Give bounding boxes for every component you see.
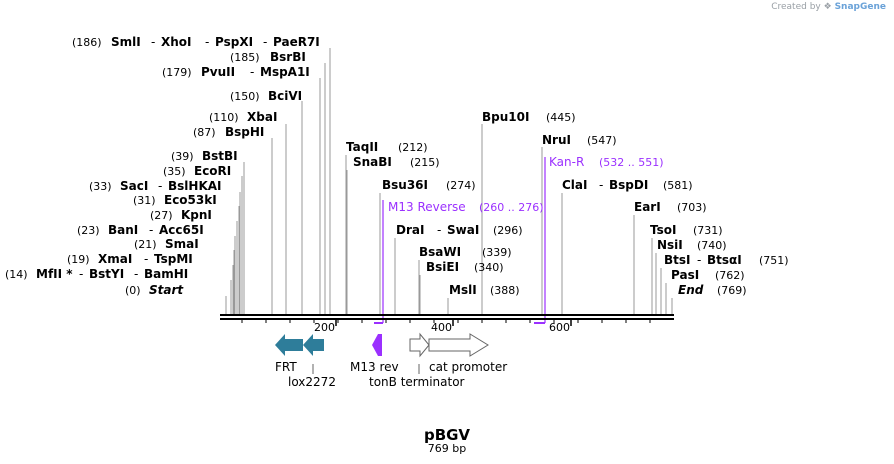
feature-cat-promoter-label: cat promoter bbox=[429, 360, 507, 374]
site-label-pasi[interactable]: PasI (762) bbox=[671, 268, 745, 282]
primer-bars bbox=[374, 322, 545, 324]
site-label-saci[interactable]: (33) SacI -BslHKAI bbox=[89, 179, 222, 193]
site-label-bstbi[interactable]: (39) BstBI bbox=[171, 149, 238, 163]
plasmid-name: pBGV bbox=[424, 426, 470, 444]
feature-frt-arrow-shape bbox=[275, 334, 303, 356]
site-label-nsii[interactable]: NsiI (740) bbox=[657, 238, 727, 252]
feature-cat-promoter-arrow-shape bbox=[428, 333, 489, 357]
feature-lox2272-arrow-shape bbox=[303, 334, 324, 356]
site-label-bani[interactable]: (23) BanI -Acc65I bbox=[77, 223, 204, 237]
primer-leader-lines bbox=[382, 157, 546, 323]
ruler-label: 200 bbox=[314, 321, 335, 334]
feature-tonb-terminator-arrow-shape bbox=[409, 332, 430, 358]
feature-tonb-terminator-label: tonB terminator bbox=[369, 375, 465, 389]
feature-frt-label: FRT bbox=[275, 360, 297, 374]
dna-backbone-top-strand bbox=[220, 314, 674, 316]
site-label-xmai[interactable]: (19) XmaI -TspMI bbox=[67, 252, 193, 266]
feature-cat-promoter[interactable]: cat promoter bbox=[428, 333, 507, 374]
feature-m13-rev-label: M13 rev bbox=[350, 360, 399, 374]
site-label-pvuii[interactable]: (179) PvuII -MspA1I bbox=[162, 65, 310, 79]
site-label-drai[interactable]: DraI -SwaI (296) bbox=[396, 223, 523, 237]
site-label-btsi[interactable]: BtsI -BtsαI (751) bbox=[664, 253, 789, 267]
site-label-bsrbi[interactable]: (185) BsrBI bbox=[230, 50, 306, 64]
site-label-taqii[interactable]: TaqII (212) bbox=[346, 140, 428, 154]
primer-label-kan-r[interactable]: Kan-R (532 .. 551) bbox=[549, 155, 664, 169]
feature-m13-rev[interactable]: M13 rev bbox=[350, 334, 399, 374]
credit-brand: SnapGene bbox=[834, 2, 886, 12]
ruler-label: 400 bbox=[431, 321, 452, 334]
site-label-eco53ki[interactable]: (31) Eco53kI bbox=[133, 193, 217, 207]
plasmid-size: 769 bp bbox=[428, 442, 466, 455]
site-label-smai[interactable]: (21) SmaI bbox=[134, 237, 199, 251]
snapgene-credit: Created by ❖ SnapGene bbox=[771, 2, 886, 12]
dna-backbone-bottom-strand bbox=[220, 318, 674, 320]
site-label-ecori[interactable]: (35) EcoRI bbox=[163, 164, 231, 178]
site-label-tsoi[interactable]: TsoI (731) bbox=[650, 223, 723, 237]
feature-tonb-terminator[interactable]: tonB terminator bbox=[369, 332, 465, 389]
feature-lox2272[interactable]: lox2272 bbox=[288, 334, 336, 389]
site-label-bcivi[interactable]: (150) BciVI bbox=[230, 89, 302, 103]
snapgene-logo-icon: ❖ bbox=[823, 2, 832, 12]
feature-m13-rev-arrow-shape bbox=[372, 334, 382, 356]
primer-m13-reverse-bar bbox=[374, 322, 383, 324]
credit-prefix: Created by bbox=[771, 2, 821, 12]
site-label-eari[interactable]: EarI (703) bbox=[634, 200, 707, 214]
primer-kan-r-bar bbox=[534, 322, 545, 324]
site-label-mfli[interactable]: (14) MfII * -BstYI -BamHI bbox=[5, 267, 188, 281]
site-label-xbai[interactable]: (110) XbaI bbox=[209, 110, 277, 124]
site-label-nrui[interactable]: NruI (547) bbox=[542, 133, 617, 147]
primer-label-m13-reverse[interactable]: M13 Reverse (260 .. 276) bbox=[388, 200, 544, 214]
site-label-smli[interactable]: (186) SmlI -XhoI -PspXI -PaeR7I bbox=[72, 35, 320, 49]
site-label-bsawi[interactable]: BsaWI (339) bbox=[419, 245, 512, 259]
site-label-bsu36i[interactable]: Bsu36I (274) bbox=[382, 178, 476, 192]
site-label-bsiei[interactable]: BsiEI (340) bbox=[426, 260, 504, 274]
site-label-bpu10i[interactable]: Bpu10I (445) bbox=[482, 110, 576, 124]
ruler: 200 400 600 bbox=[241, 320, 651, 334]
feature-lox2272-label: lox2272 bbox=[288, 375, 336, 389]
feature-frt[interactable]: FRT bbox=[275, 334, 303, 374]
site-label-msli[interactable]: MslI (388) bbox=[449, 283, 520, 297]
site-label-kpni[interactable]: (27) KpnI bbox=[150, 208, 212, 222]
site-label-bsphi[interactable]: (87) BspHI bbox=[193, 125, 264, 139]
site-label-end: End (769) bbox=[678, 283, 747, 297]
site-label-start: (0) Start bbox=[125, 283, 184, 297]
ruler-label: 600 bbox=[549, 321, 570, 334]
site-label-snabi[interactable]: SnaBI (215) bbox=[353, 155, 440, 169]
site-label-clai[interactable]: ClaI -BspDI (581) bbox=[562, 178, 693, 192]
site-leader-lines bbox=[225, 48, 673, 314]
